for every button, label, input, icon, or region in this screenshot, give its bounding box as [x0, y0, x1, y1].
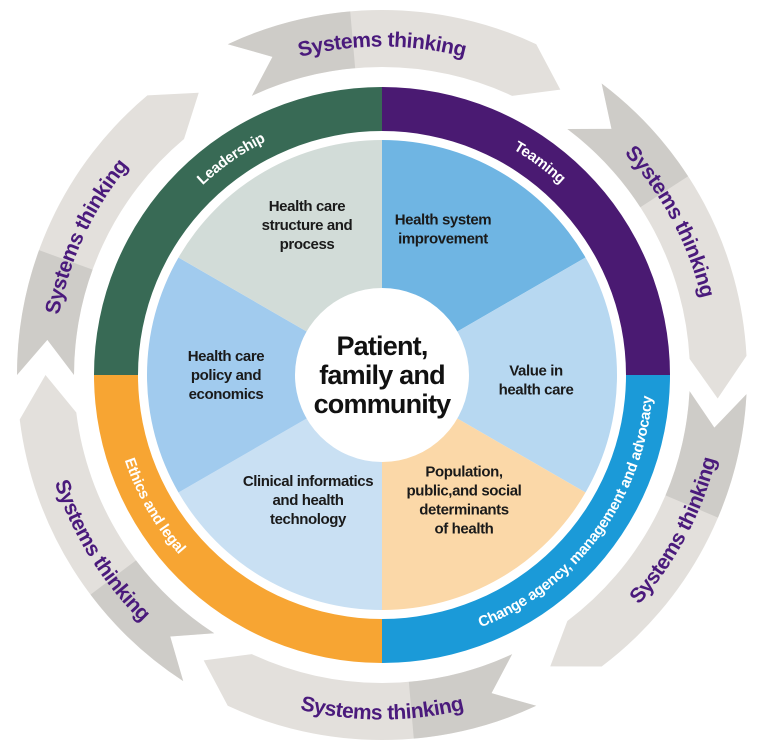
slice-shape	[382, 140, 586, 333]
center-circle	[295, 288, 469, 462]
ring-segment-shape	[382, 375, 670, 663]
systems-thinking-arrow: Systems thinking	[203, 654, 537, 740]
slice-shape	[147, 257, 310, 493]
arrow-shade	[408, 654, 537, 739]
arrow-shade	[90, 560, 215, 682]
ring-segment-shape	[382, 87, 670, 375]
arrow-shade	[17, 250, 93, 375]
slice-shape	[382, 417, 586, 610]
slice-shape	[178, 139, 382, 333]
ring-segment-shape	[94, 87, 382, 375]
systems-thinking-arrow: Systems thinking	[227, 9, 561, 96]
arrow-shade	[227, 11, 356, 96]
ring-segment-teaming: Teaming	[382, 87, 670, 375]
ring-segment-shape	[94, 375, 382, 663]
arrow-shade	[665, 391, 747, 518]
slice-shape	[178, 417, 382, 610]
slice-shape	[454, 257, 617, 493]
arrow-shade	[567, 83, 689, 208]
